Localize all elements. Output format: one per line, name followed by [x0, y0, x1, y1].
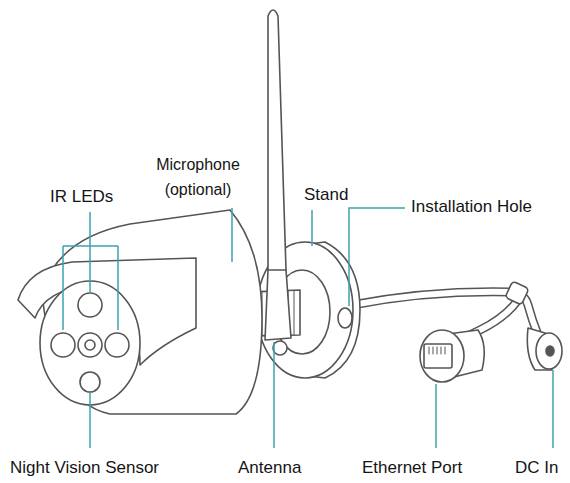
- ethernet-port-pins: [429, 347, 445, 354]
- part-label: Stand: [302, 182, 350, 207]
- ethernet-connector-ring: [420, 330, 464, 382]
- part-label: Installation Hole: [409, 194, 534, 219]
- leader-line: [89, 393, 91, 448]
- leader-line: [311, 210, 313, 246]
- ir-led: [78, 293, 102, 317]
- part-label: Microphone (optional): [140, 152, 256, 202]
- ethernet-port-socket: [424, 344, 452, 368]
- leader-line: [552, 370, 554, 448]
- cable-clip: [505, 281, 529, 305]
- part-label: Antenna: [236, 455, 303, 480]
- night-vision-sensor: [80, 372, 100, 392]
- leader-line: [273, 342, 275, 448]
- dc-connector-face: [536, 333, 562, 369]
- lens: [78, 333, 102, 357]
- part-label: IR LEDs: [48, 184, 115, 209]
- part-label: Ethernet Port: [360, 455, 464, 480]
- ir-led: [51, 333, 75, 357]
- dc-connector-hole: [546, 346, 554, 356]
- leader-line: [349, 208, 405, 306]
- leader-line: [231, 208, 233, 262]
- antenna: [265, 10, 291, 340]
- leader-line: [435, 384, 437, 448]
- front-face: [40, 281, 140, 405]
- part-label: DC In: [513, 455, 560, 480]
- ir-led: [105, 333, 129, 357]
- installation-hole: [338, 308, 352, 328]
- lens-center: [85, 340, 95, 350]
- antenna-base: [273, 341, 287, 355]
- antenna-seam: [268, 269, 286, 271]
- leader-line: [63, 212, 118, 330]
- part-label: Night Vision Sensor: [8, 455, 161, 480]
